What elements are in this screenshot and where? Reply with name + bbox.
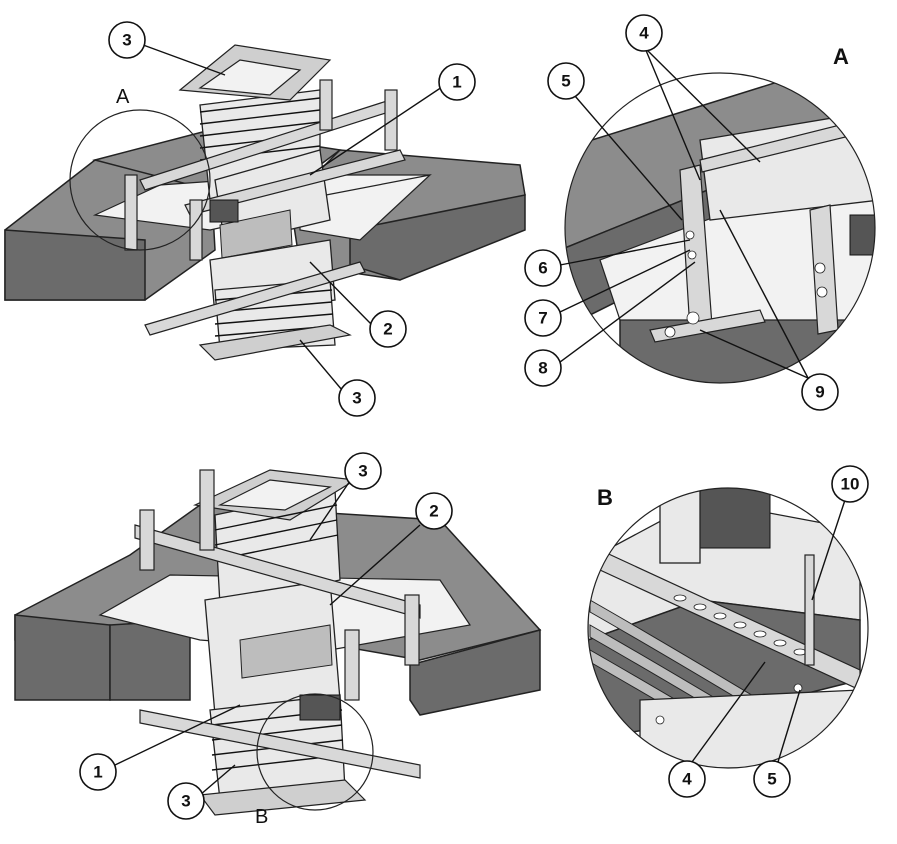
detail-ring-a	[69, 109, 211, 251]
detail-label-b: B	[255, 806, 268, 828]
detail-a-base-plate	[649, 309, 766, 343]
detail-view-b: B 10 4 5	[587, 465, 869, 798]
hanger-right	[384, 89, 398, 151]
slab-left-front	[4, 229, 146, 301]
rail-middle	[184, 149, 406, 216]
callout-number: 1	[452, 73, 461, 92]
slab3-right-front	[409, 629, 541, 716]
detail-view-a: A 4 5 6 7 8 9	[524, 14, 876, 411]
detail-title-b: B	[597, 485, 613, 510]
hanger-b-1	[139, 509, 155, 571]
upper-flange-inner	[198, 59, 302, 96]
callout-number: 8	[538, 359, 547, 378]
hanger-center	[189, 199, 203, 261]
hanger-left	[124, 174, 138, 251]
callout-number: 3	[181, 792, 190, 811]
hanger-b-3	[404, 594, 420, 666]
detail-a-actuator	[849, 214, 875, 256]
callout-number: 1	[93, 763, 102, 782]
rail-lower	[144, 261, 366, 336]
callout-number: 4	[682, 770, 692, 789]
detail-ring-b-large	[587, 487, 869, 769]
detail-title-a: A	[833, 44, 849, 69]
rail-b-lower	[139, 709, 421, 779]
actuator-a	[209, 199, 239, 223]
detail-label-a: A	[116, 86, 130, 108]
callout-number: 3	[358, 462, 367, 481]
callout-number: 2	[429, 502, 438, 521]
detail-ring-b	[256, 693, 374, 811]
detail-ring-a-large	[564, 72, 876, 384]
detail-a-rail	[699, 114, 875, 173]
detail-b-duct-wall	[659, 488, 701, 564]
upper-flange-b-inner	[217, 479, 333, 511]
detail-b-rail-slots	[673, 594, 807, 656]
callout-number: 3	[352, 389, 361, 408]
callout-number: 5	[767, 770, 776, 789]
callout-number: 5	[561, 72, 570, 91]
callout-number: 4	[639, 24, 649, 43]
detail-b-threaded-rod	[804, 554, 815, 666]
lower-flange	[198, 324, 352, 361]
callout-number: 6	[538, 259, 547, 278]
callout-number: 3	[122, 31, 131, 50]
callout-number: 2	[383, 320, 392, 339]
assembly-bottom-left: B 3 2 1 3	[14, 452, 542, 828]
callout-number: 7	[538, 309, 547, 328]
assembly-top-left: A 3 1 2 3	[4, 21, 526, 417]
actuator-b	[299, 694, 341, 721]
callout-circle	[108, 21, 146, 59]
damper-fins-b	[239, 624, 333, 679]
callout-number: 10	[841, 475, 860, 494]
slab3-left-front	[14, 614, 111, 701]
hanger-b-4	[344, 629, 360, 701]
hanger-b-2	[199, 469, 215, 551]
callout-number: 9	[815, 383, 824, 402]
lower-flange-b	[198, 779, 367, 816]
slab-right-front	[349, 194, 526, 281]
hanger-back	[319, 79, 333, 131]
detail-b-actuator	[699, 488, 771, 549]
